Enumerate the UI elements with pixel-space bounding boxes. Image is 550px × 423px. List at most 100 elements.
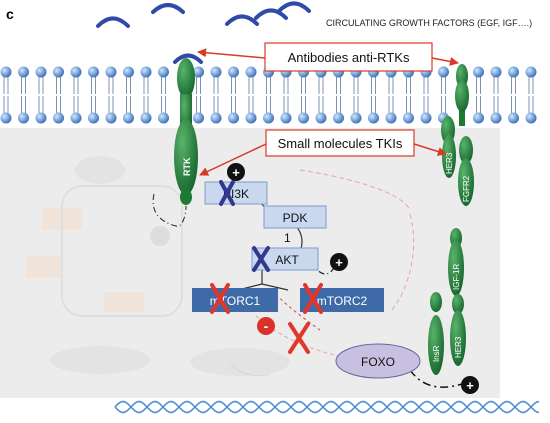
lipid-head (525, 66, 537, 78)
lipid-head (490, 112, 502, 124)
rtk-receptor: RTK (174, 58, 198, 205)
dna-helix (114, 400, 540, 414)
igf1r-receptor (448, 240, 464, 296)
growth-factor-ligands (96, 1, 311, 64)
ligand-icon (254, 8, 288, 20)
lipid-head (123, 112, 134, 124)
lipid-head (88, 66, 99, 78)
lipid-head (525, 112, 537, 124)
lipid-head (193, 66, 204, 78)
lipid-head (315, 112, 327, 124)
foxo-node: FOXO (335, 343, 421, 379)
lipid-head (333, 112, 344, 124)
lipid-head (228, 112, 239, 124)
mtorc1-node: mTORC1 (192, 288, 278, 312)
pdk-label: PDK (283, 211, 308, 225)
antibodies-callout: Antibodies anti-RTKs (264, 42, 433, 72)
lipid-head (473, 112, 484, 124)
foxo-label: FOXO (361, 355, 395, 369)
lipid-head (105, 112, 117, 124)
her3-top-label: HER3 (445, 152, 454, 174)
dna-strand (114, 400, 540, 414)
lipid-head (0, 112, 12, 124)
tkis-callout: Small molecules TKIs (265, 129, 415, 157)
lipid-head (350, 112, 362, 124)
lipid-head (35, 66, 47, 78)
pi3k-inhibition-x-icon (219, 180, 235, 206)
lipid-head (88, 112, 99, 124)
insr-receptor (428, 315, 444, 375)
mtorc2-inhibition-x-icon (303, 283, 323, 314)
lipid-head (245, 112, 257, 124)
lipid-head (18, 66, 29, 78)
circulating-factors-label: CIRCULATING GROWTH FACTORS (EGF, IGF….) (326, 18, 532, 28)
akt-inhibition-x-icon (252, 246, 270, 272)
lipid-head (35, 112, 47, 124)
fgfr2-label: FGFR2 (462, 175, 471, 202)
lipid-head (18, 112, 29, 124)
lipid-head (70, 66, 82, 78)
tkis-label: Small molecules TKIs (278, 136, 403, 151)
lipid-head (123, 66, 134, 78)
ligand-icon (96, 16, 130, 28)
lipid-head (385, 112, 397, 124)
plus-icon: + (232, 165, 240, 180)
pdk-node: PDK 1 (263, 205, 327, 245)
her3-bottom-receptor (450, 310, 466, 366)
minus-sign: - (257, 317, 275, 335)
lipid-head (298, 112, 309, 124)
lipid-head (473, 66, 484, 78)
lipid-head (53, 66, 64, 78)
lipid-head (438, 66, 449, 78)
ligand-icon (225, 14, 259, 26)
akt-node: AKT (251, 247, 319, 271)
ligand-icon (277, 1, 311, 13)
akt-label: AKT (275, 253, 299, 267)
lipid-head (210, 66, 222, 78)
background-organelles (26, 156, 290, 376)
lipid-head (420, 112, 432, 124)
inhibitor-marks (210, 180, 323, 354)
lipid-head (70, 112, 82, 124)
minus-icon: - (264, 318, 269, 334)
rtk-label: RTK (182, 157, 192, 176)
lipid-head (210, 112, 222, 124)
fgfr2-receptor (458, 158, 474, 206)
lipid-head (508, 112, 519, 124)
lipid-head (245, 66, 257, 78)
pi3k-node: PI3K (204, 181, 268, 205)
lipid-head (0, 66, 12, 78)
lipid-head (140, 66, 152, 78)
plus-sign-pi3k: + (227, 163, 245, 181)
lipid-head (140, 112, 152, 124)
her3-bottom-label: HER3 (454, 336, 463, 358)
lipid-head (368, 112, 379, 124)
lipid-head (193, 112, 204, 124)
plus-sign-foxo: + (461, 376, 479, 394)
her3-top-receptor (442, 134, 456, 178)
pathway-inhibition-x-icon (288, 322, 310, 354)
ligand-icon (173, 53, 203, 64)
lipid-head (105, 66, 117, 78)
receptor-family: HER3 FGFR2 IGF-1R InsR HER3 (428, 64, 474, 375)
lipid-head (158, 66, 169, 78)
insr-label: InsR (432, 345, 441, 362)
antibodies-label: Antibodies anti-RTKs (288, 50, 410, 65)
plus-sign-akt: + (330, 253, 348, 271)
lipid-head (403, 112, 414, 124)
dna-strand (114, 400, 540, 414)
lipid-head (490, 66, 502, 78)
igf1r-label: IGF-1R (452, 264, 461, 290)
panel-label: c (6, 6, 14, 22)
callout-arrows (197, 48, 459, 176)
pdk-number: 1 (284, 231, 291, 245)
lipid-head (263, 112, 274, 124)
lipid-head (53, 112, 64, 124)
lipid-head (508, 66, 519, 78)
lipid-head (280, 112, 292, 124)
plus-icon: + (335, 255, 343, 270)
lipid-head (158, 112, 169, 124)
mtorc1-inhibition-x-icon (210, 283, 230, 314)
mtorc2-label: mTORC2 (317, 294, 368, 308)
